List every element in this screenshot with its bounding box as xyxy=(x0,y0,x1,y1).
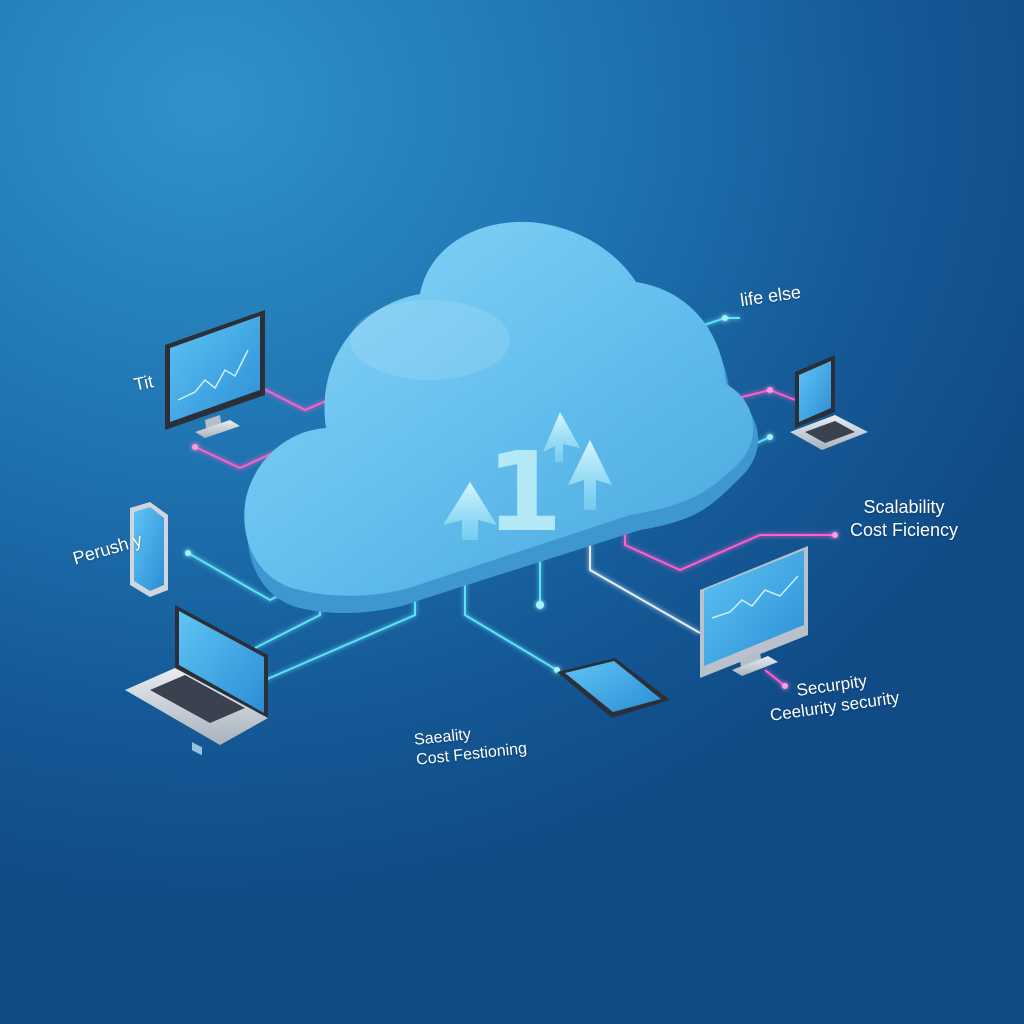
line-right-mid-pink xyxy=(624,520,835,572)
laptop-icon xyxy=(125,605,268,756)
node-dot xyxy=(767,434,773,440)
tablet-icon xyxy=(557,658,670,718)
node-dot xyxy=(554,667,560,673)
node-dot xyxy=(192,444,198,450)
line-bottom-right-pink xyxy=(764,669,786,687)
node-dot xyxy=(536,601,544,609)
desktop-monitor-icon xyxy=(165,310,265,438)
desktop-monitor-icon-right xyxy=(700,546,808,678)
node-dot xyxy=(782,683,788,689)
node-dot xyxy=(767,387,773,393)
node-dot xyxy=(722,315,728,321)
line-top-left-desktop-2 xyxy=(194,446,276,470)
node-dot xyxy=(185,550,191,556)
node-dot xyxy=(832,532,838,538)
label-right-mid: Scalability Cost Ficiency xyxy=(850,497,959,540)
smartphone-icon xyxy=(130,502,168,597)
cloud-digit: 1 xyxy=(486,428,563,556)
laptop-icon-right xyxy=(790,355,868,450)
upload-arrows-icon xyxy=(443,412,612,540)
